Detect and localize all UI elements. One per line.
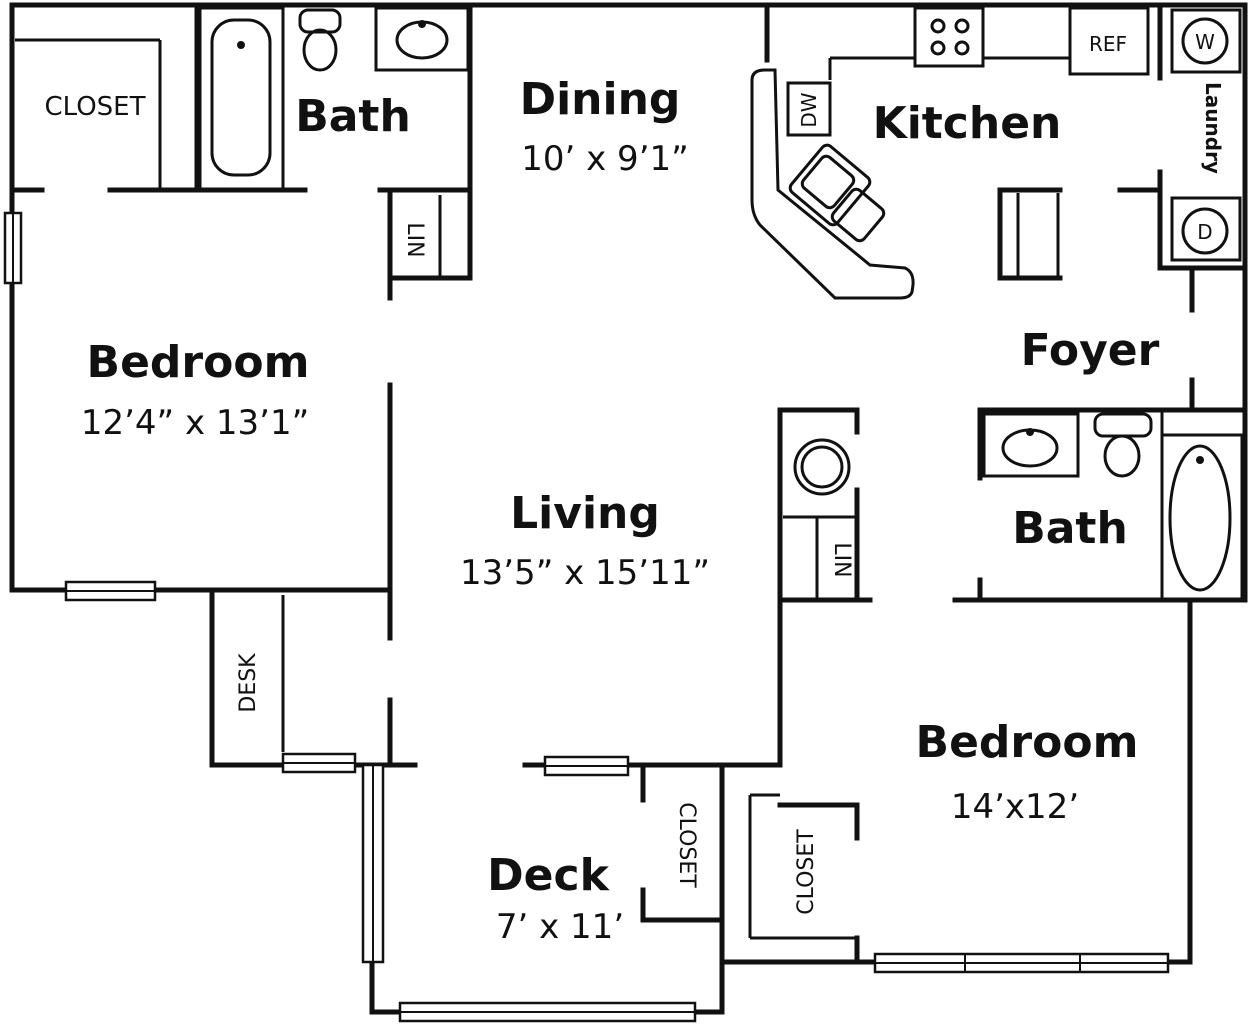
closet-label: CLOSET bbox=[674, 802, 699, 888]
dining-name: Dining bbox=[520, 74, 681, 125]
dryer-label: D bbox=[1197, 220, 1212, 244]
laundry-label: Laundry bbox=[1201, 82, 1225, 174]
sink-icon bbox=[374, 6, 470, 72]
bedroom2-name: Bedroom bbox=[916, 717, 1139, 768]
foyer-name: Foyer bbox=[1021, 325, 1160, 376]
desk-label: DESK bbox=[236, 653, 261, 713]
fixture-labels: CLOSET LIN DW REF Laundry W D LIN DESK C… bbox=[45, 30, 1226, 915]
fixtures bbox=[198, 6, 1244, 602]
refrigerator-label: REF bbox=[1089, 32, 1127, 56]
bath2-name: Bath bbox=[1012, 503, 1128, 554]
living-name: Living bbox=[510, 488, 660, 539]
linen-label: LIN bbox=[402, 222, 427, 257]
kitchen-name: Kitchen bbox=[873, 98, 1062, 149]
closet-label: CLOSET bbox=[45, 92, 146, 122]
bath1-name: Bath bbox=[295, 91, 411, 142]
deck-name: Deck bbox=[487, 850, 610, 901]
deck-dims: 7’ x 11’ bbox=[496, 907, 624, 947]
bedroom1-name: Bedroom bbox=[87, 337, 310, 388]
dining-dims: 10’ x 9’1” bbox=[521, 139, 689, 179]
washer-icon bbox=[1170, 8, 1242, 74]
linen-label: LIN bbox=[829, 542, 854, 577]
double-sink-icon bbox=[788, 143, 886, 243]
windows bbox=[3, 211, 1170, 1023]
bathtub-icon bbox=[198, 6, 285, 192]
closet-label: CLOSET bbox=[794, 829, 819, 915]
washer-label: W bbox=[1195, 30, 1215, 54]
refrigerator-icon bbox=[1068, 6, 1150, 76]
bedroom1-dims: 12’4” x 13’1” bbox=[81, 403, 309, 443]
bathtub-icon bbox=[1160, 433, 1244, 602]
sink-icon bbox=[982, 412, 1080, 478]
dryer-icon bbox=[1170, 196, 1242, 262]
toilet-icon bbox=[298, 8, 342, 72]
toilet-icon bbox=[1093, 412, 1153, 478]
dishwasher-icon bbox=[786, 81, 832, 137]
room-labels: Bedroom 12’4” x 13’1” Dining 10’ x 9’1” … bbox=[81, 74, 1160, 947]
stove-icon bbox=[913, 6, 985, 68]
kitchen-counter bbox=[750, 68, 915, 300]
water-heater-icon bbox=[793, 438, 851, 496]
dishwasher-label: DW bbox=[797, 92, 821, 127]
bedroom2-dims: 14’x12’ bbox=[951, 787, 1079, 827]
living-dims: 13’5” x 15’11” bbox=[460, 553, 710, 593]
